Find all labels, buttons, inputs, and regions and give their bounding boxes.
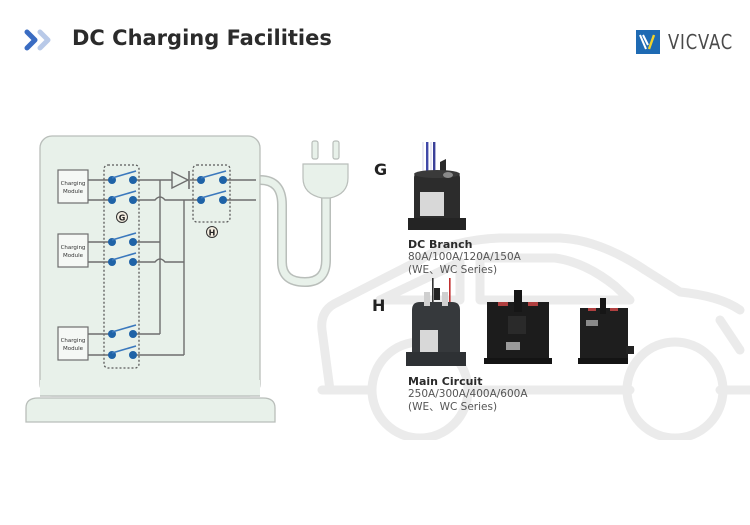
module-label: Charging — [61, 338, 86, 344]
page-title: DC Charging Facilities — [72, 26, 332, 50]
module-label: Module — [63, 189, 84, 195]
diode-icon — [171, 170, 190, 190]
dc-branch-contactor-image — [408, 142, 466, 230]
svg-text:H: H — [209, 229, 216, 238]
circled-label-g: G — [116, 211, 128, 223]
module-label: Charging — [61, 245, 86, 251]
charging-module-2: Charging Module — [57, 233, 89, 268]
svg-text:G: G — [119, 214, 126, 223]
double-chevron-right-icon — [24, 28, 62, 52]
product-h-ratings: 250A/300A/400A/600A — [408, 388, 528, 400]
switch-group-h — [192, 164, 231, 223]
car-outline-illustration — [317, 233, 750, 440]
cable — [256, 176, 330, 286]
product-h-info: Main Circuit 250A/300A/400A/600A (WE、WC … — [408, 375, 528, 414]
brand-name: VICVAC — [668, 30, 733, 54]
main-circuit-contactor-image-1 — [406, 278, 466, 366]
vicvac-logo-icon — [636, 30, 660, 54]
main-circuit-contactor-image-2 — [484, 290, 552, 364]
product-g-letter: G — [374, 160, 388, 179]
switch-g3 — [108, 232, 137, 246]
switch-g2 — [108, 190, 137, 204]
plug-icon — [302, 140, 349, 199]
product-g-title: DC Branch — [408, 238, 473, 251]
product-g-info: DC Branch 80A/100A/120A/150A (WE、WC Seri… — [408, 238, 521, 277]
charging-module-3: Charging Module — [57, 326, 89, 361]
switch-h1 — [197, 170, 227, 184]
circled-label-h: H — [206, 226, 218, 238]
product-g-ratings: 80A/100A/120A/150A — [408, 251, 521, 263]
module-label: Module — [63, 253, 84, 259]
product-g-series: (WE、WC Series) — [408, 264, 498, 276]
switch-g5 — [108, 324, 137, 338]
switch-g1 — [108, 170, 137, 184]
switch-g6 — [108, 345, 137, 359]
switch-group-g — [103, 164, 140, 369]
station-base — [25, 397, 276, 423]
product-h-series: (WE、WC Series) — [408, 401, 498, 413]
switch-g4 — [108, 252, 137, 266]
switch-contacts — [108, 170, 227, 359]
product-h-title: Main Circuit — [408, 375, 483, 388]
switch-h2 — [197, 190, 227, 204]
charging-module-1: Charging Module — [57, 169, 89, 204]
module-label: Charging — [61, 181, 86, 187]
product-h-letter: H — [372, 296, 386, 315]
main-circuit-contactor-image-3 — [578, 298, 634, 364]
module-label: Module — [63, 346, 84, 352]
